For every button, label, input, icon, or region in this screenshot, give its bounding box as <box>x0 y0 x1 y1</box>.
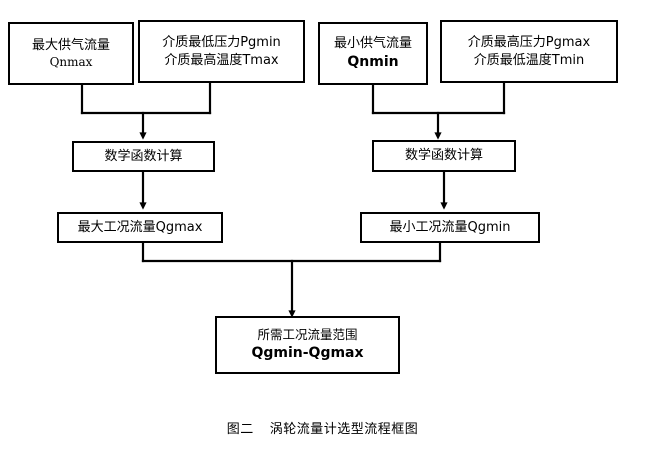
node-max-supply-flow[interactable]: 最大供气流量 Qnmax <box>8 22 134 85</box>
node-math-calc-right[interactable]: 数学函数计算 <box>372 140 516 172</box>
node-medium-max-pressure-min-temp[interactable]: 介质最高压力Pgmax 介质最低温度Tmin <box>440 20 618 83</box>
node-qgmin-label: 最小工况流量Qgmin <box>389 219 511 235</box>
figure-caption: 图二涡轮流量计选型流程框图 <box>0 418 645 437</box>
node-medium-max-pressure-min-temp-line2: 介质最低温度Tmin <box>473 52 585 68</box>
node-math-calc-left[interactable]: 数学函数计算 <box>72 141 215 172</box>
figure-caption-title: 涡轮流量计选型流程框图 <box>269 422 419 437</box>
node-medium-min-pressure-max-temp[interactable]: 介质最低压力Pgmin 介质最高温度Tmax <box>138 20 305 83</box>
node-min-supply-flow-line2: Qnmin <box>347 53 399 70</box>
node-math-calc-right-label: 数学函数计算 <box>404 148 483 164</box>
node-medium-min-pressure-max-temp-line2: 介质最高温度Tmax <box>164 52 279 68</box>
node-math-calc-left-label: 数学函数计算 <box>104 148 183 164</box>
node-min-supply-flow-line1: 最小供气流量 <box>333 36 412 52</box>
figure-caption-label: 图二 <box>226 422 254 437</box>
node-required-range-line2: Qgmin-Qgmax <box>251 344 364 361</box>
node-required-range-line1: 所需工况流量范围 <box>257 327 358 343</box>
node-min-supply-flow[interactable]: 最小供气流量 Qnmin <box>318 22 428 85</box>
node-qgmin[interactable]: 最小工况流量Qgmin <box>360 212 540 243</box>
node-max-supply-flow-line2: Qnmax <box>49 55 93 70</box>
node-medium-max-pressure-min-temp-line1: 介质最高压力Pgmax <box>467 34 591 50</box>
node-qgmax[interactable]: 最大工况流量Qgmax <box>57 212 223 243</box>
node-max-supply-flow-line1: 最大供气流量 <box>31 37 110 53</box>
node-medium-min-pressure-max-temp-line1: 介质最低压力Pgmin <box>162 34 281 50</box>
node-qgmax-label: 最大工况流量Qgmax <box>77 219 203 235</box>
node-required-range[interactable]: 所需工况流量范围 Qgmin-Qgmax <box>215 316 400 374</box>
